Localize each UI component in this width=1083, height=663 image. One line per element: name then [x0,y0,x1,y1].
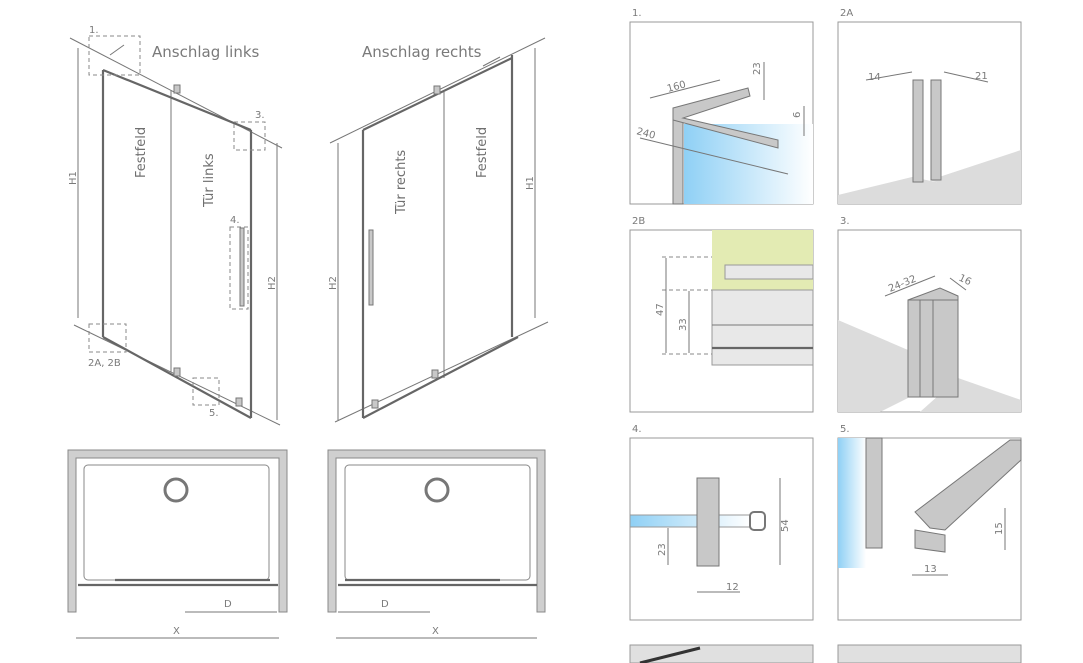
dim-6: 6 [792,112,803,118]
detail-2b: 2B 47 33 [629,216,814,413]
dim-240: 240 [635,126,656,142]
handle-icon [368,229,374,306]
plan-left: D X [67,449,288,639]
fixed-panel-label: Festfeld [475,127,490,178]
dim-160: 160 [666,79,687,95]
door-label: Tür rechts [394,150,409,215]
plan-right: D X [327,449,546,639]
callout-1: 1. [89,25,99,36]
dim-54: 54 [780,519,791,532]
h2-label: H2 [267,276,278,290]
detail-label: 3. [840,216,850,227]
detail-label: 1. [632,8,642,19]
door-label: Tür links [202,153,217,208]
dim-47: 47 [655,303,666,316]
callout-5: 5. [209,408,219,419]
detail-2a: 2A 14 21 [837,8,1022,205]
dim-23: 23 [657,543,668,556]
dim-13: 13 [924,564,937,575]
callout-3: 3. [255,110,265,121]
dim-21: 21 [975,71,988,82]
h2-label: H2 [328,276,339,290]
detail-label: 4. [632,424,642,435]
detail-1: 1. 160 23 6 240 [629,8,814,205]
detail-label: 5. [840,424,850,435]
x-label: X [173,626,180,637]
detail-label: 2A [840,8,853,19]
detail-5: 5. 15 13 [837,424,1022,621]
detail-3: 3. 24-32 16 [837,216,1022,413]
guide-icon [173,367,181,377]
roller-icon [433,85,441,95]
elevation-left: H1 H2 Anschlag links Festfeld Tür links … [68,25,283,426]
callout-4: 4. [230,215,240,226]
dim-23: 23 [752,62,763,75]
handle-icon [239,227,245,307]
detail-4: 4. 54 23 12 [629,424,814,621]
guide-icon [235,397,243,407]
roller-icon [173,84,181,94]
d-label: D [381,599,389,610]
dim-12: 12 [726,582,739,593]
drain-icon [163,477,189,503]
title-anschlag-rechts: Anschlag rechts [362,43,482,61]
guide-icon [431,369,439,379]
fixed-panel-label: Festfeld [134,127,149,178]
title-anschlag-links: Anschlag links [152,43,260,61]
h1-label: H1 [68,171,79,185]
dim-16: 16 [957,273,973,288]
dim-33: 33 [678,318,689,331]
dim-15: 15 [994,522,1005,535]
drain-icon [424,477,450,503]
callout-2a-2b: 2A, 2B [88,358,121,369]
guide-icon [371,399,379,409]
h1-label: H1 [525,176,536,190]
detail-label: 2B [632,216,645,227]
detail-6-partial [629,644,814,663]
detail-7-partial [837,644,1022,663]
d-label: D [224,599,232,610]
elevation-right: H2 H1 Anschlag rechts Tür rechts Festfel… [328,37,549,423]
dim-14: 14 [868,72,881,83]
x-label: X [432,626,439,637]
